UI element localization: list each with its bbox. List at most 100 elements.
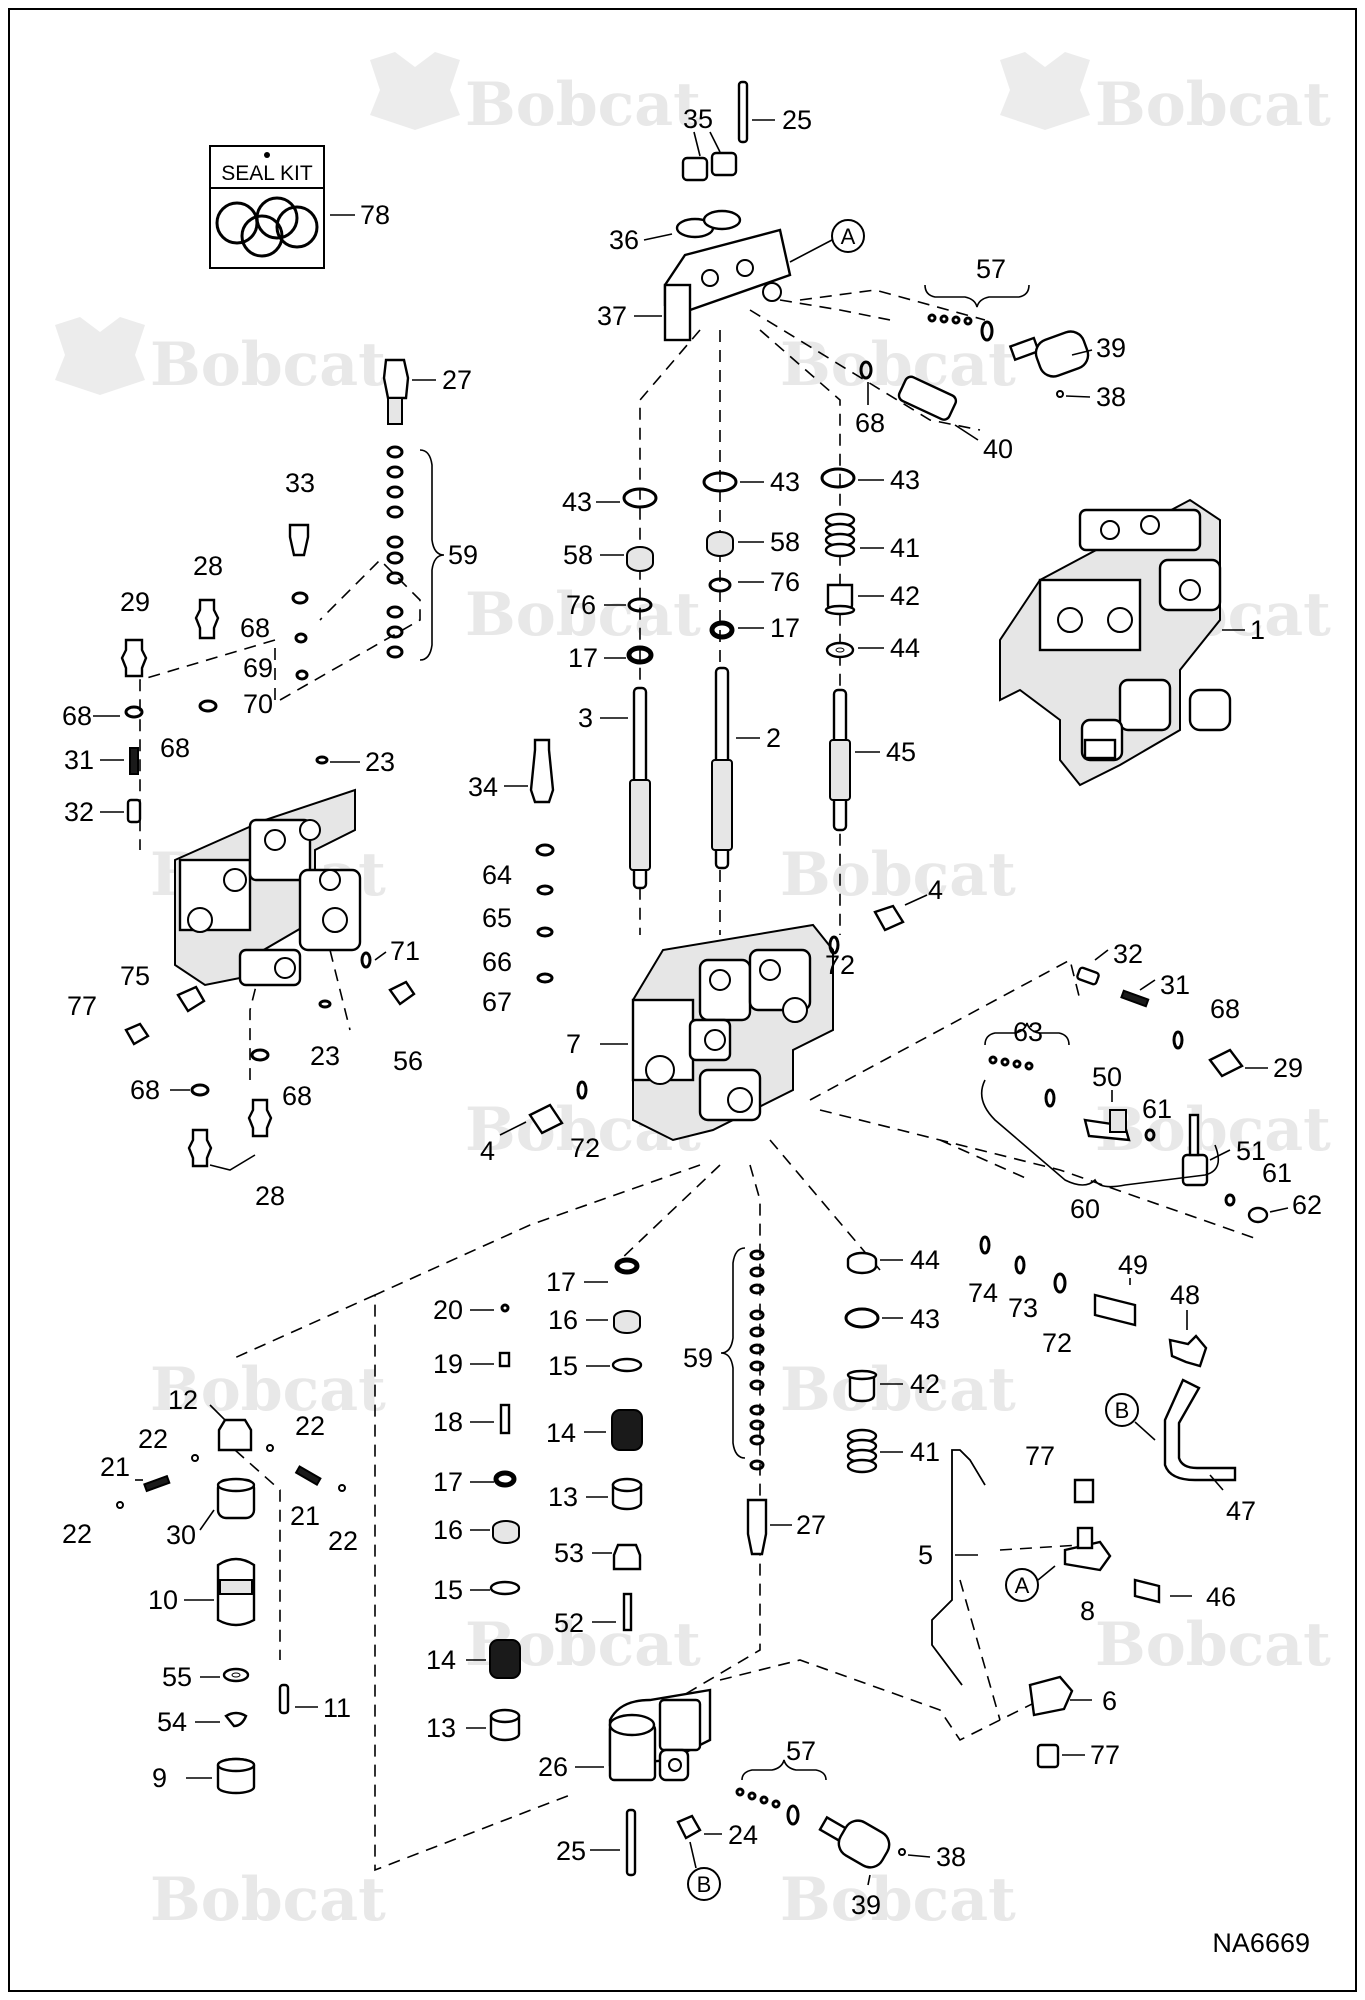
bottom-valve-assembly: 26 25 24 B 57 38 39: [538, 1688, 966, 1920]
top-valve-assembly: 25 35 36 37 A: [597, 80, 865, 342]
label-74: 74: [968, 1278, 998, 1308]
label-43-a: 43: [562, 487, 592, 517]
drawing-number: NA6669: [1212, 1928, 1310, 1958]
label-75: 75: [120, 961, 150, 991]
watermark-text: Bobcat: [1095, 1610, 1331, 1680]
label-27-b: 27: [796, 1510, 826, 1540]
watermark-1: Bobcat: [370, 52, 701, 140]
watermark-10: Bobcat: [1095, 1095, 1331, 1165]
label-62: 62: [1292, 1190, 1322, 1220]
label-77-a: 77: [67, 991, 97, 1021]
label-76-a: 76: [566, 590, 596, 620]
label-50: 50: [1092, 1062, 1122, 1092]
label-28-a: 28: [193, 551, 223, 581]
label-25-b: 25: [556, 1836, 586, 1866]
watermark-text: Bobcat: [1095, 70, 1331, 140]
label-41-a: 41: [890, 533, 920, 563]
label-19: 19: [433, 1349, 463, 1379]
lower-left-assembly: 12 22 22 21 21 22 22 30 10 11 55 54: [62, 1385, 358, 1795]
label-20: 20: [433, 1295, 463, 1325]
label-54: 54: [157, 1707, 187, 1737]
label-32-b: 32: [1113, 939, 1143, 969]
label-17-a: 17: [568, 643, 598, 673]
label-69: 69: [243, 653, 273, 683]
callout-b-right: B: [1105, 1393, 1139, 1427]
label-14-b: 14: [426, 1645, 456, 1675]
label-43-b: 43: [770, 467, 800, 497]
label-48: 48: [1170, 1280, 1200, 1310]
label-29-b: 29: [1273, 1053, 1303, 1083]
label-45: 45: [886, 737, 916, 767]
label-72-c: 72: [1042, 1328, 1072, 1358]
label-73: 73: [1008, 1293, 1038, 1323]
watermark-3: Bobcat: [55, 317, 386, 400]
label-77-c: 77: [1090, 1740, 1120, 1770]
label-68-a: 68: [855, 408, 885, 438]
bobcat-logo-icon: [370, 52, 460, 130]
label-61-b: 61: [1262, 1158, 1292, 1188]
label-58-b: 58: [770, 527, 800, 557]
label-72-a: 72: [825, 950, 855, 980]
label-31-b: 31: [1160, 970, 1190, 1000]
label-57-top: 57: [976, 254, 1006, 284]
label-17-b: 17: [770, 613, 800, 643]
label-10: 10: [148, 1585, 178, 1615]
label-7: 7: [566, 1029, 581, 1059]
watermark-14: Bobcat: [1095, 1610, 1331, 1680]
label-27-a: 27: [442, 365, 472, 395]
label-57-b: 57: [786, 1736, 816, 1766]
label-68-b: 68: [240, 613, 270, 643]
lower-center-stack: 17 16 15 14 13 53 52 20 19 18 17 16: [426, 1245, 940, 1743]
label-21-b: 21: [290, 1501, 320, 1531]
label-66: 66: [482, 947, 512, 977]
label-55: 55: [162, 1662, 192, 1692]
spring-41-top: [824, 512, 856, 558]
label-5: 5: [918, 1540, 933, 1570]
watermark-text: Bobcat: [780, 1355, 1016, 1425]
right-fittings: 32 31 68 29 63 50 61 51 61 62 60: [980, 939, 1322, 1224]
label-2: 2: [766, 723, 781, 753]
watermark-text: Bobcat: [780, 840, 1016, 910]
label-14-a: 14: [546, 1418, 576, 1448]
svg-text:A: A: [841, 224, 856, 249]
label-60: 60: [1070, 1194, 1100, 1224]
label-11: 11: [323, 1693, 351, 1723]
label-68-e: 68: [130, 1075, 160, 1105]
label-67: 67: [482, 987, 512, 1017]
right-lower-fittings: 74 73 72 49 48 47 B 77 8 46 A: [918, 1235, 1256, 1770]
label-78: 78: [360, 200, 390, 230]
label-3: 3: [578, 703, 593, 733]
label-13-b: 13: [426, 1713, 456, 1743]
spring-41-bottom: [846, 1428, 878, 1474]
seal-kit-title: SEAL KIT: [221, 162, 313, 185]
watermark-15: Bobcat: [150, 1865, 386, 1935]
label-30: 30: [166, 1520, 196, 1550]
watermark-5: Bobcat: [465, 580, 701, 650]
label-4-a: 4: [928, 875, 943, 905]
watermark-text: Bobcat: [1095, 1095, 1331, 1165]
watermark-text: Bobcat: [780, 330, 1016, 400]
watermark-text: Bobcat: [465, 580, 701, 650]
label-25-top: 25: [782, 105, 812, 135]
left-valve-section: 27 59 33 68 69 70 28 68 29 68 31: [62, 358, 478, 1211]
label-12: 12: [168, 1385, 198, 1415]
label-49: 49: [1118, 1250, 1148, 1280]
label-1: 1: [1250, 615, 1265, 645]
label-22-a: 22: [138, 1424, 168, 1454]
label-17-c: 17: [546, 1267, 576, 1297]
relief-valve-34: 34 64 65 66 67: [468, 738, 555, 1017]
callout-a-top: A: [831, 219, 865, 253]
center-spool-stack: 43 58 76 17 3 43 58 76 17 2 43: [562, 465, 920, 890]
label-37: 37: [597, 301, 627, 331]
watermark-4: Bobcat: [780, 330, 1016, 400]
main-valve-body-7: 7: [566, 923, 834, 1142]
svg-text:B: B: [1115, 1398, 1130, 1423]
label-68-d: 68: [62, 701, 92, 731]
label-4-b: 4: [480, 1136, 495, 1166]
label-33: 33: [285, 468, 315, 498]
label-18: 18: [433, 1407, 463, 1437]
label-43-d: 43: [910, 1304, 940, 1334]
label-39-b: 39: [851, 1890, 881, 1920]
label-72-b: 72: [570, 1133, 600, 1163]
watermark-text: Bobcat: [150, 1865, 386, 1935]
